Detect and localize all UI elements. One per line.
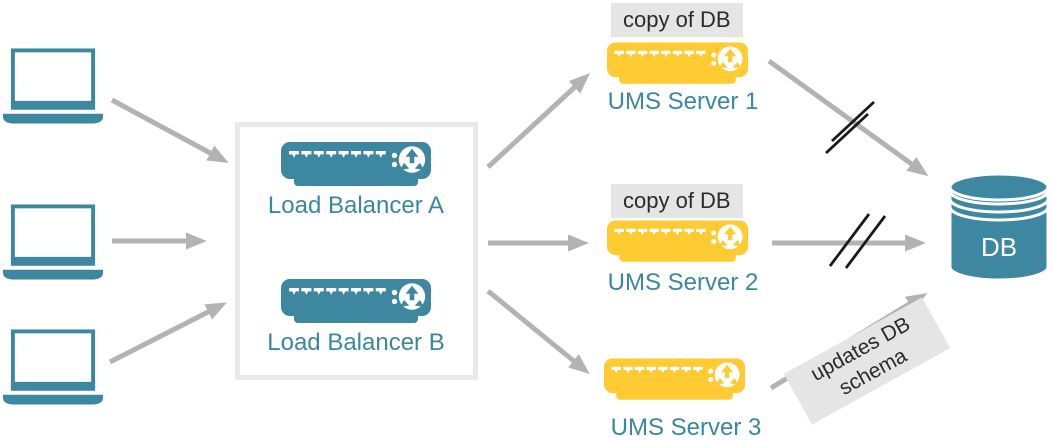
laptop-icon [3, 204, 103, 280]
arrow-ums1-to-db [767, 58, 929, 177]
ums-server-3-label: UMS Server 3 [610, 414, 762, 441]
laptop-icon [3, 48, 103, 124]
load-balancer-a-label: Load Balancer A [267, 192, 445, 219]
db-label: DB [980, 232, 1018, 262]
server-appliance-icon [607, 220, 748, 263]
copy-of-db-badge: copy of DB [611, 3, 743, 37]
arrow-client3-to-loadbalancers [108, 302, 227, 365]
arrow-loadbalancers-to-ums3 [486, 289, 590, 375]
database-cylinder-icon [948, 172, 1050, 282]
arrow-client1-to-loadbalancers [110, 97, 229, 164]
arrow-loadbalancers-to-ums1 [486, 73, 590, 169]
load-balancer-b-label: Load Balancer B [267, 329, 445, 356]
ums-server-1-label: UMS Server 1 [607, 88, 759, 115]
copy-of-db-badge: copy of DB [611, 184, 743, 218]
ums-server-2-label: UMS Server 2 [607, 269, 759, 296]
server-appliance-icon [281, 279, 431, 324]
double-slash-break-icon-ums1 [825, 100, 875, 155]
server-appliance-icon [281, 142, 431, 187]
double-slash-break-icon-ums2 [828, 213, 887, 269]
server-appliance-icon [607, 42, 748, 85]
load-balancer-group-box [235, 122, 478, 380]
server-appliance-icon [604, 358, 745, 401]
laptop-icon [3, 329, 103, 405]
